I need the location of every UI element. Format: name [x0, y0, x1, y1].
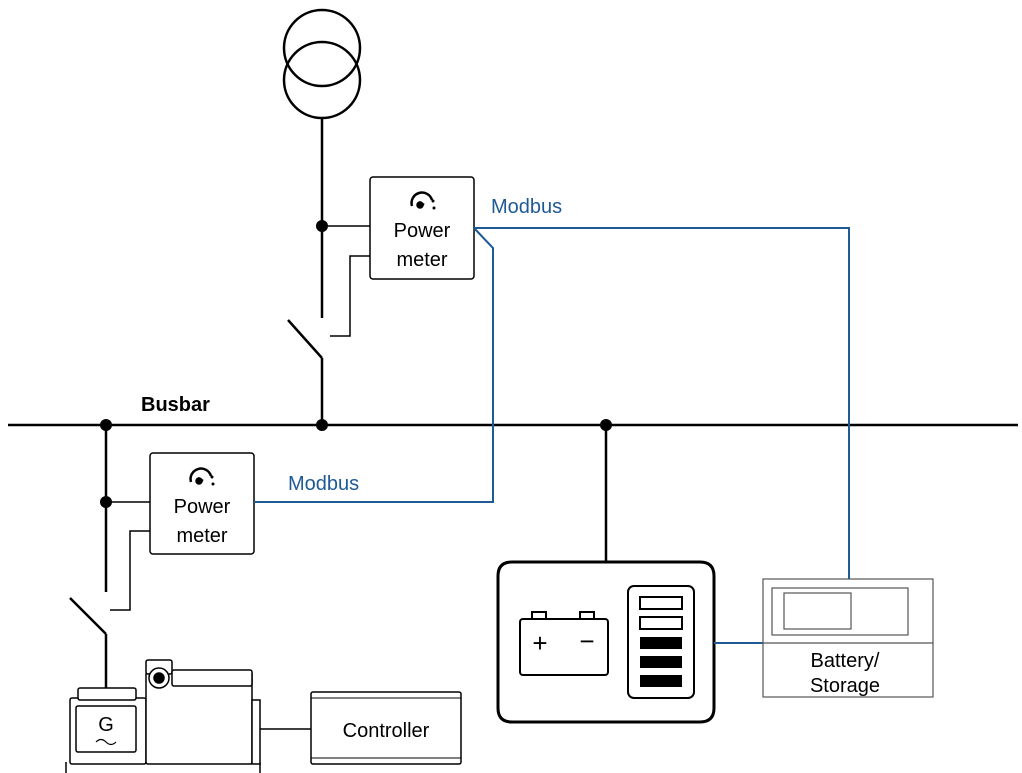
generator-icon[interactable]: G: [65, 659, 261, 773]
controller-box[interactable]: Controller: [310, 691, 462, 765]
battery-storage-box[interactable]: Battery/ Storage: [762, 578, 934, 698]
meter-top-label-line1: Power: [394, 220, 451, 242]
storage-label-line2: Storage: [810, 675, 880, 697]
gen-breaker-switch-icon: [69, 597, 108, 688]
transformer-icon: [282, 8, 362, 120]
busbar-label: Busbar: [141, 394, 210, 416]
storage-label-line1: Battery/: [811, 650, 880, 672]
meter-bottom-label-line1: Power: [174, 496, 231, 518]
generator-letter: G: [98, 714, 114, 736]
gauge-icon: [189, 467, 215, 486]
gauge-icon: [410, 191, 436, 210]
meter-top-current-tap: [330, 255, 370, 337]
meter-bottom-label-line2: meter: [176, 525, 227, 547]
battery-minus: −: [579, 626, 594, 656]
power-meter-top[interactable]: Power meter: [369, 176, 475, 280]
busbar-node-grid: [316, 419, 328, 431]
modbus-link-lines: [254, 227, 850, 579]
meter-top-label-line2: meter: [396, 249, 447, 271]
power-meter-bottom[interactable]: Power meter: [149, 452, 255, 555]
controller-label: Controller: [343, 720, 430, 742]
modbus-label-bottom: Modbus: [288, 473, 359, 495]
battery-icon: [519, 611, 609, 676]
grid-breaker-switch-icon: [287, 319, 324, 425]
battery-plus: +: [532, 628, 547, 658]
inverter-unit[interactable]: + −: [496, 560, 716, 724]
meter-bottom-current-tap: [110, 530, 150, 611]
modbus-label-top: Modbus: [491, 196, 562, 218]
charge-level-panel: [627, 585, 695, 699]
